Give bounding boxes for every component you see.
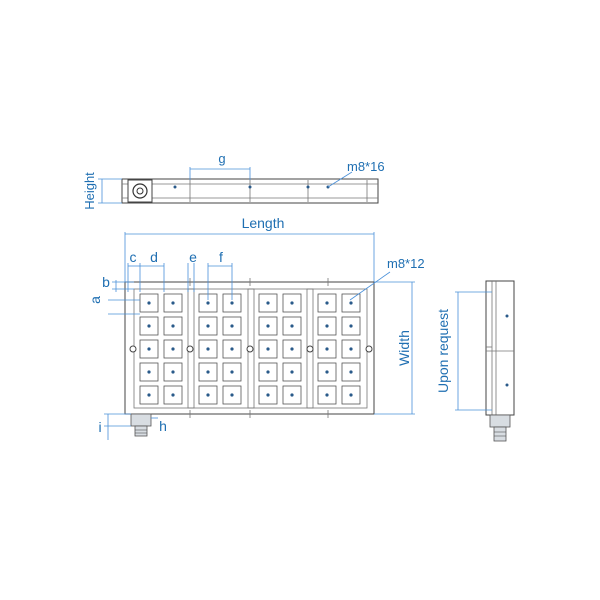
g-label: g	[218, 151, 225, 166]
pole-hole	[325, 370, 329, 374]
pole-hole	[171, 393, 175, 397]
pole-hole	[349, 393, 353, 397]
pole-hole	[230, 393, 234, 397]
pole-hole	[266, 324, 270, 328]
pole-hole	[230, 324, 234, 328]
pole-hole	[206, 393, 210, 397]
length-label: Length	[242, 215, 285, 231]
pole-hole	[349, 301, 353, 305]
pole-hole	[325, 347, 329, 351]
pole-hole	[266, 301, 270, 305]
pole-hole	[171, 324, 175, 328]
pole-hole	[290, 393, 294, 397]
m8-16-label: m8*16	[347, 159, 385, 174]
mount-hole	[505, 314, 509, 318]
d-label: d	[150, 249, 158, 265]
pole-hole	[290, 324, 294, 328]
pole-hole	[230, 347, 234, 351]
upon-request-label: Upon request	[435, 309, 451, 393]
i-label: i	[98, 419, 101, 435]
pole-hole	[349, 347, 353, 351]
pole-hole	[290, 301, 294, 305]
pole-hole	[266, 393, 270, 397]
pole-hole	[325, 301, 329, 305]
pole-hole	[290, 347, 294, 351]
pole-hole	[171, 347, 175, 351]
locating-pin	[129, 345, 137, 353]
e-label: e	[189, 249, 197, 265]
locating-pin	[365, 345, 373, 353]
m8-12-label: m8*12	[387, 256, 425, 271]
locating-pin	[186, 345, 194, 353]
bottom-connector	[130, 413, 152, 427]
pole-grid	[139, 293, 361, 405]
pole-hole	[266, 370, 270, 374]
pole-hole	[147, 393, 151, 397]
pole-hole	[230, 301, 234, 305]
locating-pin	[306, 345, 314, 353]
pole-hole	[147, 370, 151, 374]
pole-hole	[147, 347, 151, 351]
mount-hole	[248, 185, 252, 189]
h-label: h	[159, 418, 167, 434]
pole-hole	[325, 324, 329, 328]
height-label: Height	[82, 172, 97, 210]
pole-hole	[325, 393, 329, 397]
pole-hole	[147, 301, 151, 305]
width-label: Width	[396, 330, 412, 366]
pole-hole	[147, 324, 151, 328]
side-view: Height g m8*16	[82, 151, 385, 210]
f-label: f	[219, 249, 223, 265]
pole-hole	[171, 370, 175, 374]
pole-hole	[206, 324, 210, 328]
locating-pin	[246, 345, 254, 353]
pole-hole	[349, 370, 353, 374]
pole-hole	[290, 370, 294, 374]
mount-hole	[173, 185, 177, 189]
pole-hole	[349, 324, 353, 328]
top-view: Length c d	[87, 215, 425, 440]
mount-hole	[505, 383, 509, 387]
c-label: c	[130, 249, 137, 265]
pole-hole	[171, 301, 175, 305]
pole-hole	[206, 370, 210, 374]
pole-hole	[266, 347, 270, 351]
pole-hole	[206, 301, 210, 305]
pole-hole	[206, 347, 210, 351]
pole-hole	[230, 370, 234, 374]
end-view-body	[485, 280, 515, 416]
b-label: b	[102, 274, 110, 290]
end-connector	[489, 414, 511, 428]
mount-hole	[306, 185, 310, 189]
a-label: a	[87, 296, 103, 304]
end-view: Upon request	[435, 280, 515, 442]
